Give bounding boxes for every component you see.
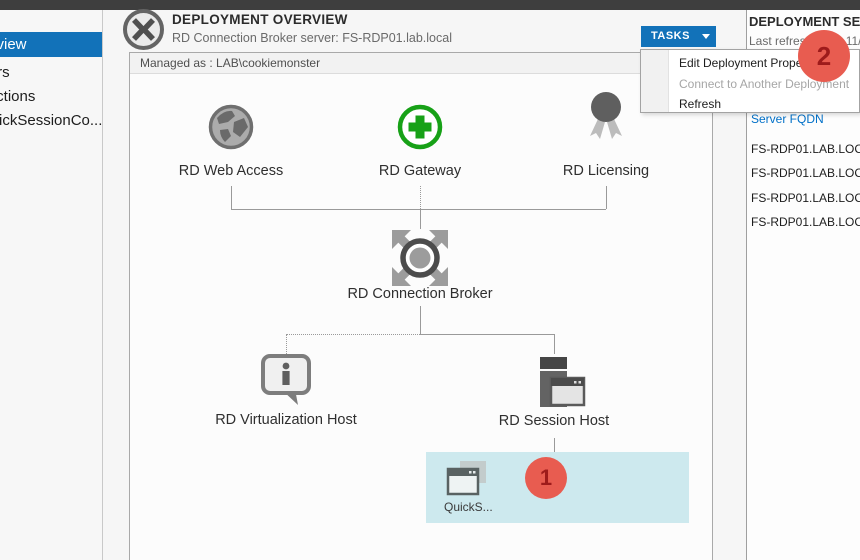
menu-item-refresh[interactable]: Refresh	[679, 94, 721, 114]
quicksession-collection-tile[interactable]: QuickS... 1	[426, 452, 689, 523]
info-bubble-icon	[254, 351, 318, 416]
globe-icon	[207, 103, 255, 156]
deployment-servers-title: DEPLOYMENT SERVERS	[749, 14, 860, 29]
broker-server-subtitle: RD Connection Broker server: FS-RDP01.la…	[172, 31, 452, 45]
server-window-icon	[522, 355, 586, 418]
sidebar-item-overview[interactable]: Overview	[0, 32, 102, 57]
rds-logo-icon	[123, 9, 164, 50]
server-row[interactable]: FS-RDP01.LAB.LOCAL	[751, 215, 860, 229]
tasks-dropdown-button[interactable]: TASKS	[641, 26, 716, 47]
tasks-button-label: TASKS	[651, 30, 690, 42]
collection-tile-label: QuickS...	[444, 500, 493, 514]
server-row[interactable]: FS-RDP01.LAB.LOCAL	[751, 191, 860, 205]
connector-collection	[554, 438, 555, 452]
menu-gutter	[641, 50, 669, 112]
connector-broker-down	[420, 306, 421, 334]
chevron-down-icon	[702, 34, 710, 39]
connector-bus-bottom-solid	[420, 334, 554, 335]
server-fqdn-column-header[interactable]: Server FQDN	[751, 112, 824, 126]
connector-sessionhost	[554, 334, 555, 354]
sidebar-item-quicksessioncollection[interactable]: QuickSessionCo...	[0, 108, 102, 133]
node-label-rd-web-access[interactable]: RD Web Access	[121, 163, 341, 179]
annotation-badge-2: 2	[798, 30, 850, 82]
connector-bus-top	[231, 209, 606, 210]
award-ribbon-icon	[584, 91, 628, 158]
sidebar-item-label: Collections	[0, 84, 35, 109]
node-label-rd-session-host[interactable]: RD Session Host	[444, 413, 664, 429]
node-label-rd-licensing[interactable]: RD Licensing	[496, 163, 716, 179]
sidebar-item-label: QuickSessionCo...	[0, 108, 102, 133]
rds-sidebar: Overview Servers Collections QuickSessio…	[0, 10, 103, 560]
broker-arrows-icon	[388, 226, 452, 295]
connector-webaccess	[231, 186, 232, 209]
connector-gateway-dotted	[420, 186, 421, 209]
connector-bus-bottom-dotted	[286, 334, 420, 335]
server-row[interactable]: FS-RDP01.LAB.LOCAL	[751, 142, 860, 156]
sidebar-item-servers[interactable]: Servers	[0, 60, 102, 85]
node-label-rd-virtualization-host[interactable]: RD Virtualization Host	[176, 412, 396, 428]
managed-as-bar: Managed as : LAB\cookiemonster	[130, 53, 712, 74]
sidebar-item-label: Servers	[0, 60, 10, 85]
node-label-rd-connection-broker[interactable]: RD Connection Broker	[310, 286, 530, 302]
sidebar-item-label: Overview	[0, 32, 27, 57]
deployment-diagram-panel: Managed as : LAB\cookiemonster RD We	[129, 52, 713, 560]
connector-licensing	[606, 186, 607, 209]
windows-stack-icon	[444, 460, 492, 505]
sidebar-item-collections[interactable]: Collections	[0, 84, 102, 109]
window-titlebar	[0, 0, 860, 10]
annotation-badge-1: 1	[525, 457, 567, 499]
page-title: DEPLOYMENT OVERVIEW	[172, 12, 348, 27]
server-row[interactable]: FS-RDP01.LAB.LOCAL	[751, 166, 860, 180]
green-plus-icon	[395, 102, 445, 157]
